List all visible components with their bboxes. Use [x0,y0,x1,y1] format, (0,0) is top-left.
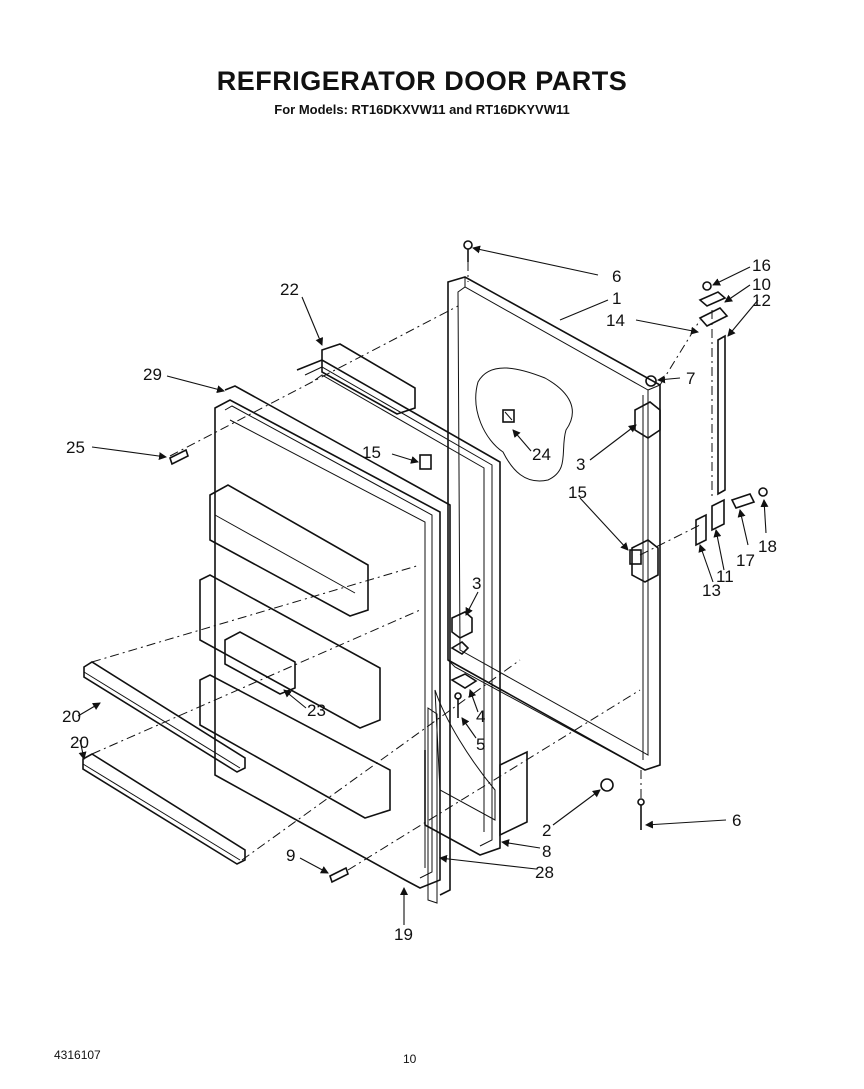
callout-2: 2 [542,821,551,840]
page-number: 10 [403,1052,417,1066]
callout-9: 9 [286,846,295,865]
breaker-strip [321,343,528,904]
callout-29: 29 [143,365,162,384]
callout-28: 28 [535,863,554,882]
document-number: 4316107 [54,1048,101,1062]
callout-3-right: 3 [576,455,585,474]
callout-3-lower: 3 [472,574,481,593]
callout-18: 18 [758,537,777,556]
fasteners [169,240,657,884]
callout-1: 1 [612,289,621,308]
retainer-clip [419,454,432,470]
door-shelf-bars [82,661,246,865]
callout-15-left: 15 [362,443,381,462]
callout-13: 13 [702,581,721,600]
callout-20-top: 20 [62,707,81,726]
inner-door-liner [199,385,451,896]
callout-19: 19 [394,925,413,944]
models-subtitle: For Models: RT16DKXVW11 and RT16DKYVW11 [274,102,570,117]
callout-4: 4 [476,707,485,726]
alignment-lines [91,262,713,871]
callout-5: 5 [476,735,485,754]
callout-16: 16 [752,256,771,275]
callout-10: 10 [752,275,771,294]
callout-6-bottom: 6 [732,811,741,830]
callout-24: 24 [532,445,551,464]
callout-20-bottom: 20 [70,733,89,752]
callout-25: 25 [66,438,85,457]
callout-labels: 6 1 14 7 16 10 12 3 15 24 15 22 29 25 3 … [62,256,777,944]
callout-23: 23 [307,701,326,720]
callout-7: 7 [686,369,695,388]
callout-11: 11 [716,567,734,586]
hinge-assembly [695,281,768,547]
callout-17: 17 [736,551,755,570]
page-title: REFRIGERATOR DOOR PARTS [216,66,628,96]
callout-8: 8 [542,842,551,861]
callout-6-top: 6 [612,267,621,286]
callout-14: 14 [606,311,625,330]
callout-12: 12 [752,291,771,310]
leader-lines [77,245,769,925]
callout-22: 22 [280,280,299,299]
callout-15-right: 15 [568,483,587,502]
